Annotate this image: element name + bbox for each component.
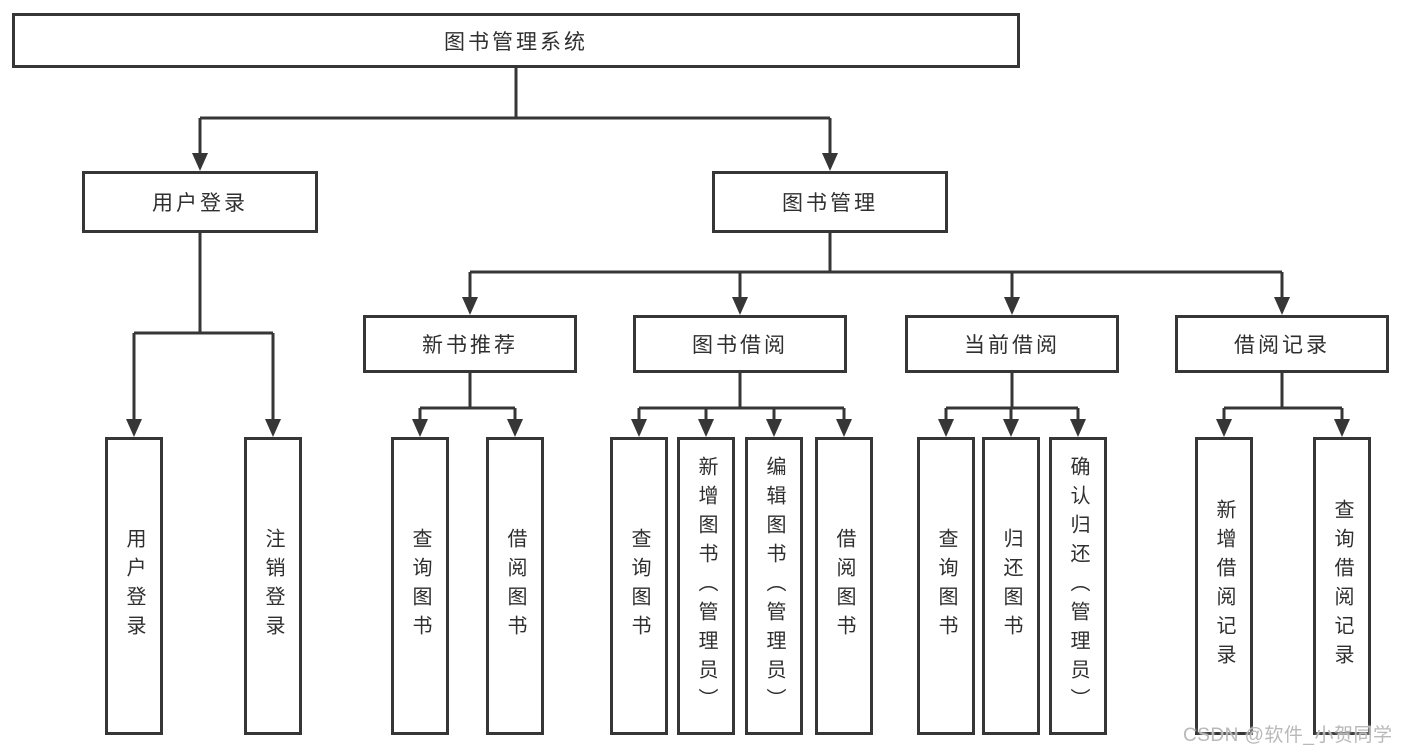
leaf-query-borrow-record: 查询借阅记录 <box>1313 437 1371 735</box>
leaf-query-books-borrow: 查询图书 <box>610 437 668 735</box>
node-book-borrow: 图书借阅 <box>633 315 847 373</box>
leaf-add-borrow-record: 新增借阅记录 <box>1195 437 1253 735</box>
leaf-query-books-borrow-label: 查询图书 <box>628 528 650 644</box>
node-new-book-recommend: 新书推荐 <box>363 315 577 373</box>
leaf-confirm-return-admin: 确认归还（管理员） <box>1049 437 1107 735</box>
node-current-borrow: 当前借阅 <box>905 315 1119 373</box>
leaf-user-login: 用户登录 <box>105 437 163 735</box>
leaf-logout-label: 注销登录 <box>262 528 284 644</box>
leaf-logout: 注销登录 <box>244 437 302 735</box>
leaf-query-books-recommend: 查询图书 <box>391 437 449 735</box>
node-root: 图书管理系统 <box>12 13 1020 68</box>
leaf-add-book-admin-label: 新增图书（管理员） <box>695 455 717 717</box>
csdn-watermark: CSDN @软件_小贺同学 <box>1183 725 1393 746</box>
leaf-query-books-recommend-label: 查询图书 <box>409 528 431 644</box>
leaf-borrow-books-borrow-label: 借阅图书 <box>833 528 855 644</box>
leaf-query-borrow-record-label: 查询借阅记录 <box>1331 499 1353 673</box>
leaf-query-books-current-label: 查询图书 <box>935 528 957 644</box>
leaf-edit-book-admin-label: 编辑图书（管理员） <box>763 455 785 717</box>
leaf-confirm-return-admin-label: 确认归还（管理员） <box>1067 455 1089 717</box>
leaf-add-book-admin: 新增图书（管理员） <box>677 437 735 735</box>
leaf-borrow-books-borrow: 借阅图书 <box>815 437 873 735</box>
node-user-login: 用户登录 <box>82 171 318 233</box>
leaf-user-login-label: 用户登录 <box>123 528 145 644</box>
node-borrow-records: 借阅记录 <box>1175 315 1389 373</box>
node-book-management: 图书管理 <box>712 171 948 233</box>
leaf-borrow-books-recommend-label: 借阅图书 <box>504 528 526 644</box>
leaf-query-books-current: 查询图书 <box>917 437 975 735</box>
leaf-return-book-label: 归还图书 <box>1000 528 1022 644</box>
leaf-edit-book-admin: 编辑图书（管理员） <box>745 437 803 735</box>
leaf-borrow-books-recommend: 借阅图书 <box>486 437 544 735</box>
leaf-add-borrow-record-label: 新增借阅记录 <box>1213 499 1235 673</box>
leaf-return-book: 归还图书 <box>982 437 1040 735</box>
